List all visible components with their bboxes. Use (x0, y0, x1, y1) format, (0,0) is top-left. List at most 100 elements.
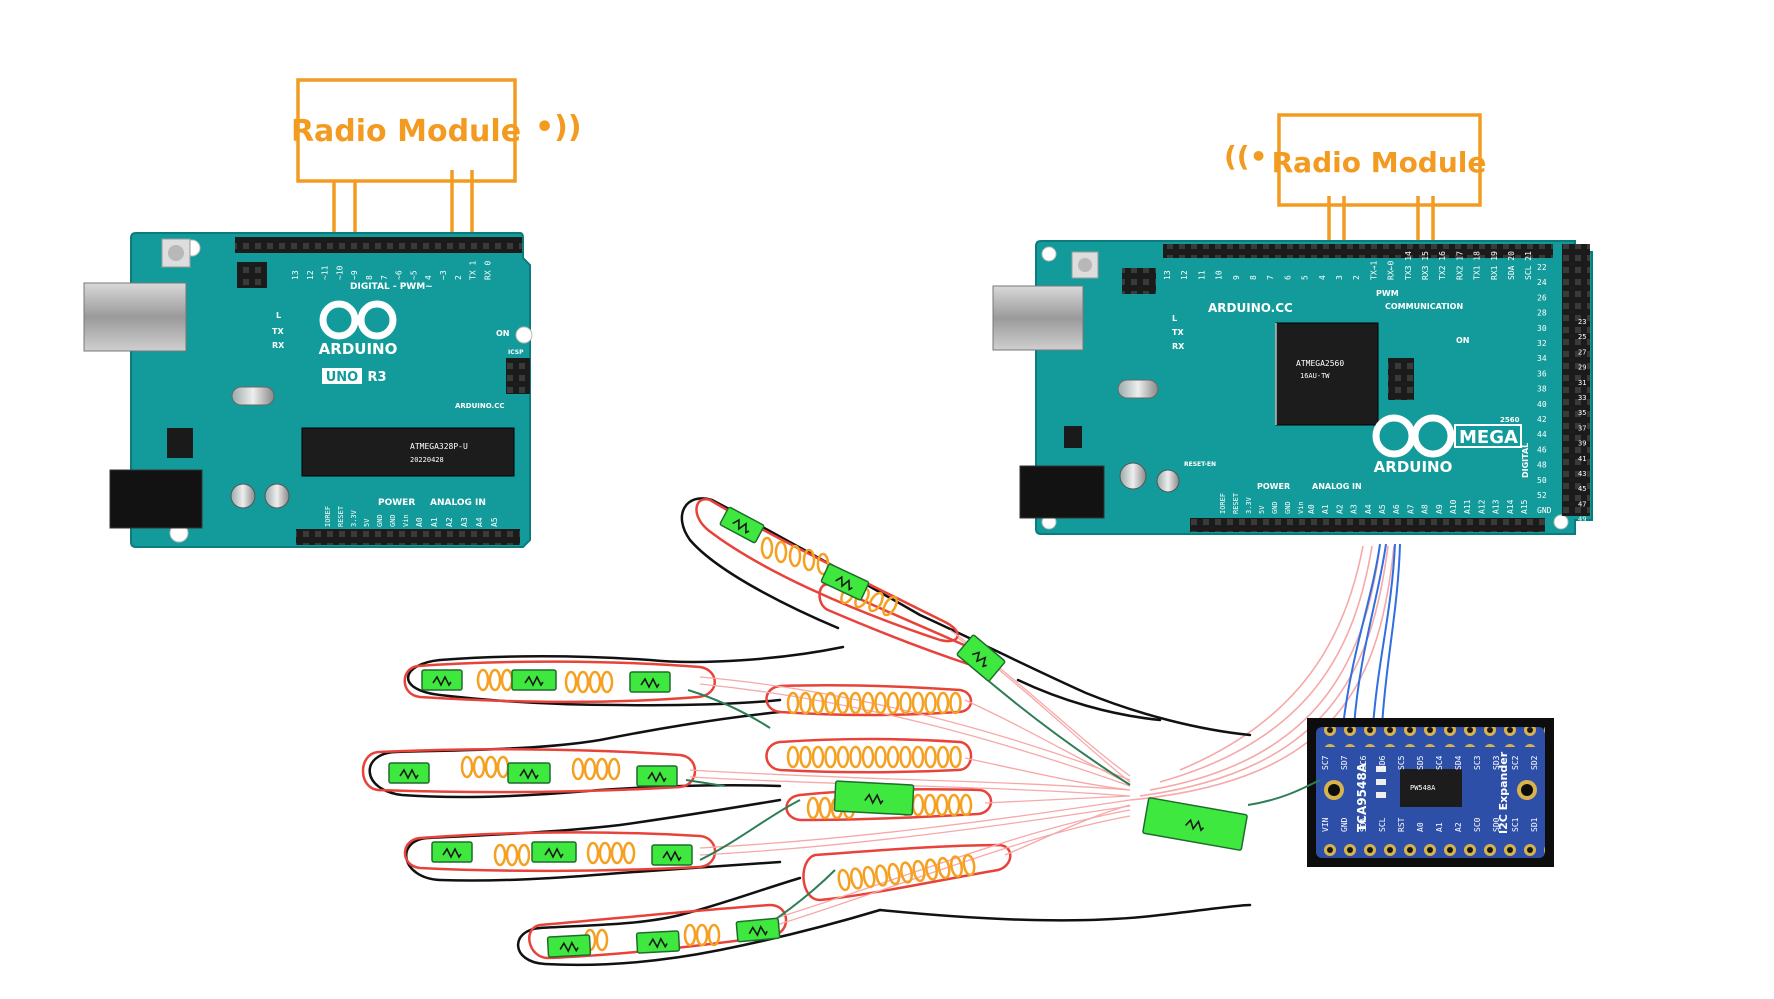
expander-bottom-pins (1316, 836, 1545, 856)
pin-label: 13 (291, 270, 300, 280)
finger-coils (460, 536, 976, 952)
pin-label: GND (1340, 817, 1349, 832)
coil-icon (564, 670, 578, 694)
pin-label: 31 (1578, 379, 1586, 387)
uno-infinity-logo (319, 300, 397, 340)
pin-label: 38 (1537, 385, 1547, 394)
pin-label: RX3 15 (1421, 251, 1430, 280)
pin-label: 32 (1537, 339, 1547, 348)
finger-green-wires (685, 664, 1321, 931)
usb-port-icon (992, 285, 1084, 351)
right-radio-module: Radio Module ((• (1224, 113, 1487, 255)
coil-icon (488, 668, 502, 692)
coil-icon (868, 591, 884, 613)
dc-jack-icon (1019, 465, 1105, 519)
mega-on-label: ON (1456, 336, 1470, 345)
pin-label: SD1 (1530, 817, 1539, 832)
coil-icon (595, 928, 609, 952)
pin-label: 3 (1335, 275, 1344, 280)
pin-label: SD2 (1530, 755, 1539, 770)
uno-tx-label: TX (272, 327, 284, 336)
uno-icsp-label: ICSP (508, 349, 524, 356)
mega-to-expander-wires (1129, 543, 1401, 801)
pin-label: IOREF (324, 506, 332, 527)
pin-label: 10 (1215, 270, 1224, 280)
expander-chip (1400, 769, 1462, 807)
pin-label: ~9 (350, 270, 359, 280)
pin-label: GND (1578, 561, 1591, 569)
pin-label: 25 (1578, 333, 1586, 341)
mega-l-label: L (1172, 314, 1177, 323)
mega-right-header (1562, 244, 1590, 516)
pin-label: 43 (1578, 470, 1586, 478)
pin-label: TX3 14 (1404, 251, 1413, 280)
pin-label: A11 (1463, 499, 1472, 514)
coil-icon (818, 796, 832, 820)
flex-sensor-icon (956, 634, 1006, 682)
pin-label: A2 (1335, 504, 1344, 514)
uno-chip-text-2: 20220428 (410, 456, 444, 464)
coil-icon (911, 793, 925, 817)
usb-port-icon (83, 282, 187, 352)
pin-label: 3.3V (350, 509, 358, 527)
left-radio-label: Radio Module (291, 114, 521, 149)
flex-sensor-icon (833, 780, 915, 816)
coil-icon (788, 544, 802, 568)
pin-label: A13 (1492, 499, 1501, 514)
coil-icon (837, 868, 851, 892)
pin-label: 35 (1578, 409, 1586, 417)
pin-label: RESET (1232, 492, 1240, 514)
coil-icon (571, 757, 585, 781)
pin-label: 12 (306, 270, 315, 280)
coil-icon (923, 793, 937, 817)
flex-sensor-icon (546, 934, 592, 958)
coil-icon (760, 536, 774, 560)
mega-analog-label: ANALOG IN (1312, 482, 1362, 491)
coil-icon (936, 691, 950, 715)
pin-label: 5 (1301, 275, 1310, 280)
pin-label: 3.3V (1245, 496, 1253, 514)
coil-icon (484, 755, 498, 779)
coil-icon (874, 745, 887, 769)
coil-icon (887, 862, 901, 886)
pin-label: 7 (1266, 275, 1275, 280)
pin-label: 48 (1537, 461, 1547, 470)
coil-icon (911, 745, 925, 769)
uno-site: ARDUINO.CC (455, 402, 505, 410)
coil-icon (911, 691, 925, 715)
pin-label: A8 (1421, 504, 1430, 514)
pin-label: A3 (460, 517, 469, 527)
flex-sensor-icon (629, 671, 671, 693)
coil-icon (811, 745, 825, 769)
flex-sensor-icon (531, 841, 577, 863)
flex-sensor-icon (1142, 797, 1248, 851)
pin-label: 2 (1352, 275, 1361, 280)
pin-label: SD7 (1340, 755, 1349, 770)
right-radio-label: Radio Module (1272, 146, 1487, 179)
finger-pink-wires (689, 629, 1131, 928)
pin-label: GND (1537, 506, 1552, 515)
coil-icon (886, 691, 900, 715)
coil-icon (598, 841, 612, 865)
expander-chip-text: PW548A (1410, 784, 1436, 792)
coil-icon (583, 757, 597, 781)
flex-sensor-icon (388, 762, 430, 784)
arduino-uno-board: ARDUINO UNO R3 ARDUINO.CC DIGITAL - PWM~… (83, 232, 533, 548)
coil-icon (849, 745, 862, 769)
coil-icon (900, 861, 913, 884)
pin-label: A4 (1364, 504, 1373, 514)
coil-icon (695, 923, 709, 947)
left-radio-module: Radio Module •)) (291, 78, 582, 245)
mega-comm-label: COMMUNICATION (1385, 302, 1463, 311)
coil-icon (707, 923, 721, 947)
pin-label: A9 (1435, 504, 1444, 514)
pin-label: ~11 (321, 265, 330, 280)
pin-label: A1 (1435, 822, 1444, 832)
uno-model-a: UNO (326, 370, 359, 385)
pin-label: 5V (1258, 505, 1266, 514)
coil-icon (875, 864, 888, 887)
pin-label: Vin (402, 514, 410, 527)
